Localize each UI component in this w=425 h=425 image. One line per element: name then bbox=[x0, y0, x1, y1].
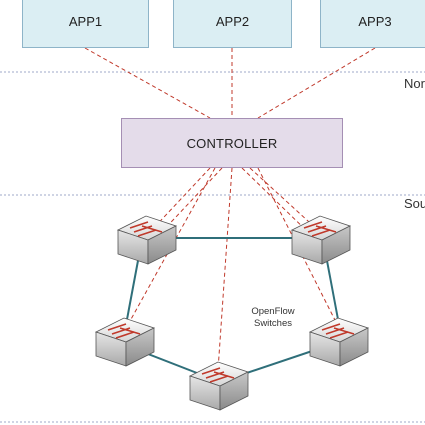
link-ctrl-sw2b bbox=[241, 167, 313, 237]
link-app3-controller bbox=[257, 47, 376, 119]
controller-label: CONTROLLER bbox=[186, 135, 278, 151]
app1-box: APP1 bbox=[22, 0, 149, 48]
app3-box: APP3 bbox=[320, 0, 425, 48]
northbound-links bbox=[84, 47, 376, 119]
switch-top-left bbox=[116, 215, 178, 265]
switches-caption-line2: Switches bbox=[253, 318, 292, 329]
switches-caption-line1: OpenFlow bbox=[251, 306, 295, 317]
switches-caption: OpenFlow Switches bbox=[238, 306, 308, 330]
switch-middle-right bbox=[308, 317, 370, 367]
ring-link-3-1 bbox=[124, 249, 141, 331]
link-ctrl-sw5 bbox=[217, 167, 233, 371]
ring-link-2-4 bbox=[324, 249, 341, 331]
app1-label: APP1 bbox=[68, 14, 103, 29]
app3-label: APP3 bbox=[358, 14, 392, 29]
southbound-layer-label: Sou bbox=[404, 196, 425, 211]
link-ctrl-sw4 bbox=[257, 167, 341, 331]
controller-box: CONTROLLER bbox=[121, 118, 343, 168]
app2-label: APP2 bbox=[215, 14, 250, 29]
southbound-links bbox=[124, 167, 341, 371]
link-app1-controller bbox=[84, 47, 211, 119]
switch-top-right bbox=[290, 215, 352, 265]
northbound-layer-label: Nor bbox=[404, 76, 425, 91]
app2-box: APP2 bbox=[173, 0, 292, 48]
switch-bottom bbox=[188, 361, 250, 411]
link-ctrl-sw2 bbox=[249, 167, 321, 233]
switch-middle-left bbox=[94, 317, 156, 367]
